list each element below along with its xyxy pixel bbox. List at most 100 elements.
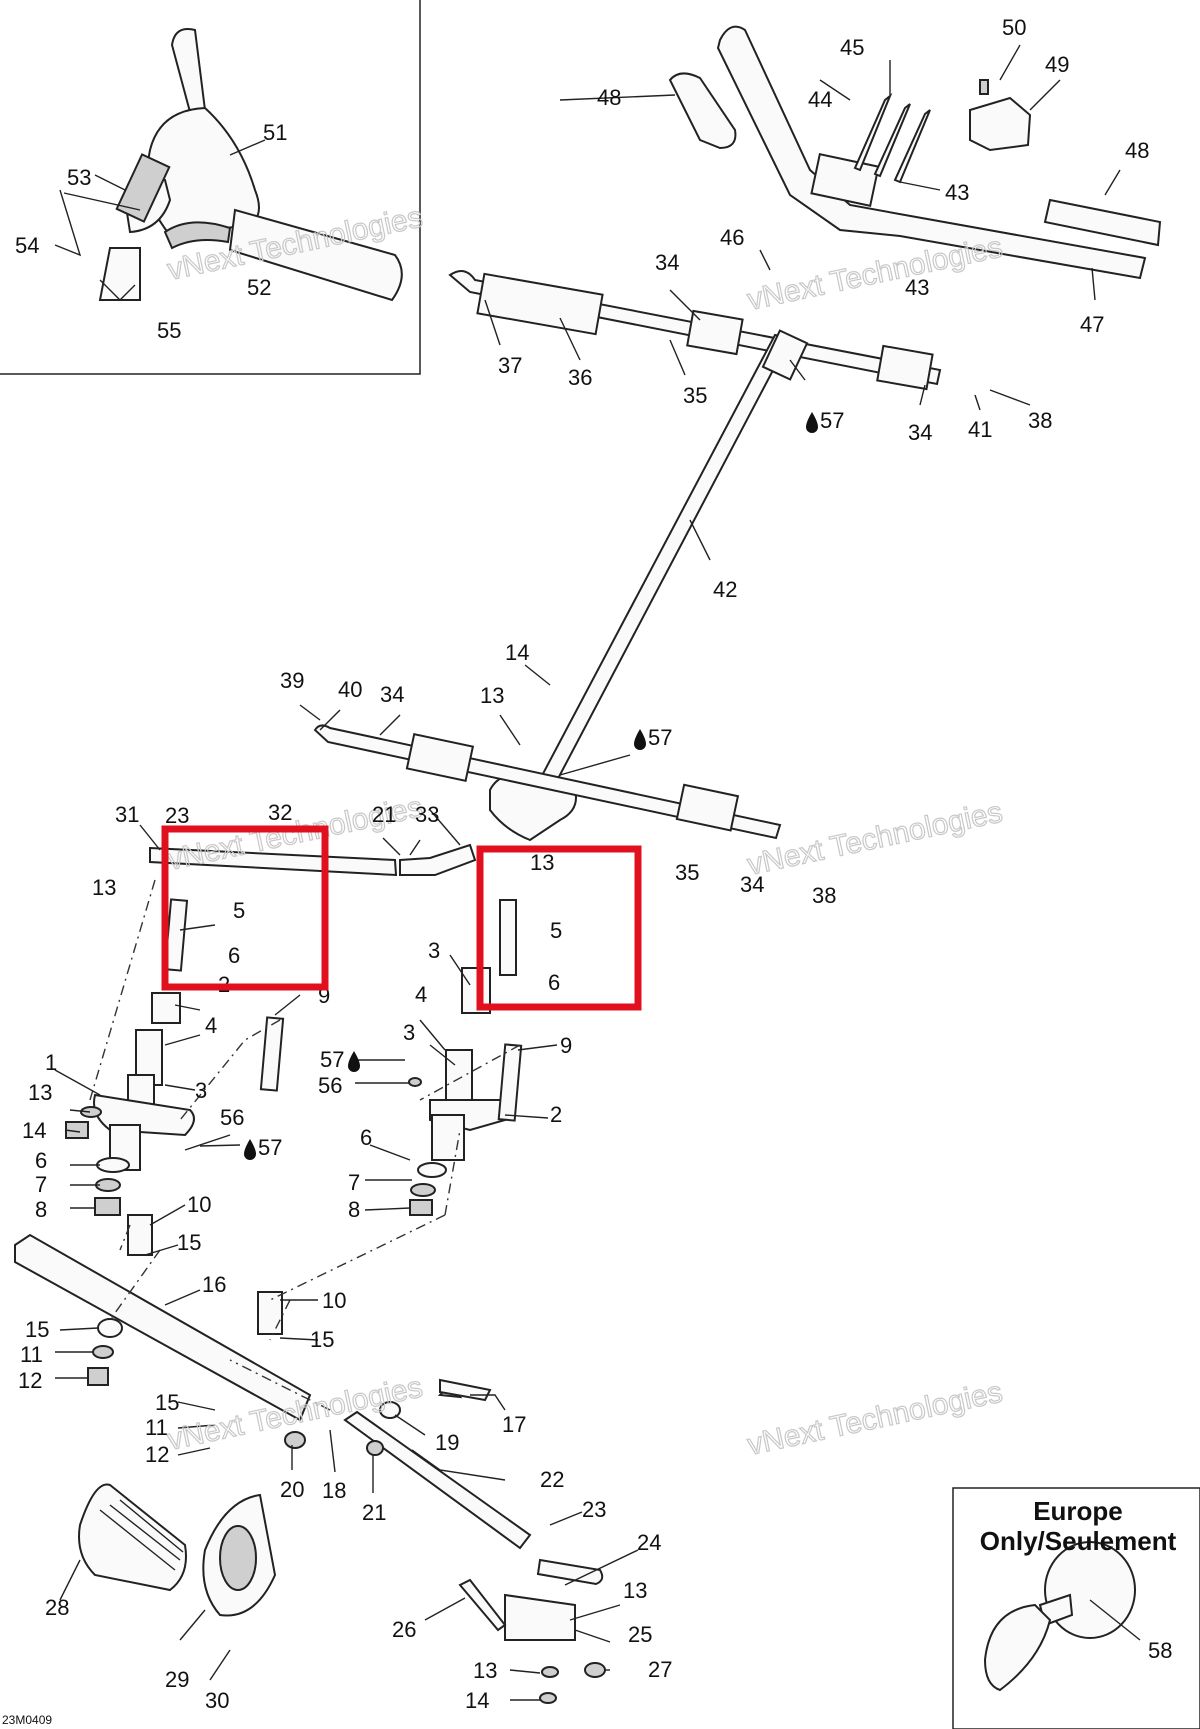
part-label-39: 39: [280, 668, 304, 693]
middle-linkage: [149, 724, 782, 877]
part-label-57: 57: [258, 1135, 282, 1160]
part-label-6: 6: [548, 970, 560, 995]
part-label-21: 21: [362, 1500, 386, 1525]
part-label-6: 6: [360, 1125, 372, 1150]
part-labels: 1 2 2 3 3 3 4 4 5 5 6 6 6 6 7 7 8 8 9 9 …: [15, 15, 1172, 1713]
part-label-14: 14: [22, 1118, 46, 1143]
right-pivot: [408, 899, 523, 1216]
diagram-code: 23M0409: [2, 1713, 52, 1727]
part-label-50: 50: [1002, 15, 1026, 40]
part-label-13: 13: [530, 850, 554, 875]
part-label-27: 27: [648, 1657, 672, 1682]
part-label-3: 3: [195, 1078, 207, 1103]
part-label-10: 10: [187, 1192, 211, 1217]
part-label-57: 57: [320, 1047, 344, 1072]
part-label-5: 5: [233, 898, 245, 923]
part-label-12: 12: [145, 1442, 169, 1467]
part-label-37: 37: [498, 353, 522, 378]
part-label-2: 2: [550, 1102, 562, 1127]
part-label-12: 12: [18, 1368, 42, 1393]
inset-title-line1: Europe: [1033, 1496, 1123, 1526]
part-label-25: 25: [628, 1622, 652, 1647]
part-label-14: 14: [465, 1688, 489, 1713]
part-label-4: 4: [205, 1013, 217, 1038]
horn-inset: [952, 1487, 1200, 1729]
part-label-52: 52: [247, 275, 271, 300]
part-label-7: 7: [348, 1170, 360, 1195]
watermark: vNext Technologies: [745, 796, 1006, 882]
part-label-32: 32: [268, 800, 292, 825]
part-label-43: 43: [905, 275, 929, 300]
part-label-15: 15: [25, 1317, 49, 1342]
part-label-30: 30: [205, 1688, 229, 1713]
part-label-6: 6: [228, 943, 240, 968]
part-label-13: 13: [92, 875, 116, 900]
steering-column: [489, 329, 809, 842]
part-label-21: 21: [372, 802, 396, 827]
part-label-51: 51: [263, 120, 287, 145]
part-label-29: 29: [165, 1667, 189, 1692]
part-label-48: 48: [1125, 138, 1149, 163]
lower-linkage: [14, 1214, 606, 1704]
part-label-1: 1: [45, 1050, 57, 1075]
highlight-boxes: [161, 825, 642, 1011]
part-label-44: 44: [808, 87, 832, 112]
part-label-19: 19: [435, 1430, 459, 1455]
part-label-20: 20: [280, 1477, 304, 1502]
part-label-8: 8: [348, 1197, 360, 1222]
part-label-11: 11: [145, 1415, 168, 1440]
part-label-4: 4: [415, 982, 427, 1007]
part-label-7: 7: [35, 1172, 47, 1197]
left-pivot: [65, 898, 285, 1216]
part-label-56: 56: [318, 1073, 342, 1098]
part-label-38: 38: [812, 883, 836, 908]
part-label-15: 15: [310, 1327, 334, 1352]
part-label-15: 15: [177, 1230, 201, 1255]
highlight-box-left: [161, 825, 329, 991]
part-label-35: 35: [683, 383, 707, 408]
part-label-23: 23: [165, 803, 189, 828]
part-label-53: 53: [67, 165, 91, 190]
oil-drop-icon: [634, 729, 646, 750]
part-label-49: 49: [1045, 52, 1069, 77]
watermark: vNext Technologies: [745, 231, 1006, 317]
part-label-47: 47: [1080, 312, 1104, 337]
part-label-13: 13: [480, 683, 504, 708]
handlebar-assembly: [448, 25, 1162, 391]
lubricant-drops: [244, 412, 818, 1160]
part-label-3: 3: [403, 1020, 415, 1045]
part-label-38: 38: [1028, 408, 1052, 433]
part-label-9: 9: [560, 1033, 572, 1058]
part-label-34: 34: [740, 872, 764, 897]
part-label-13: 13: [473, 1658, 497, 1683]
part-label-13: 13: [623, 1578, 647, 1603]
part-label-15: 15: [155, 1390, 179, 1415]
part-label-34: 34: [380, 682, 404, 707]
part-label-35: 35: [675, 860, 699, 885]
part-label-8: 8: [35, 1197, 47, 1222]
watermark: vNext Technologies: [745, 1376, 1006, 1462]
part-label-5: 5: [550, 918, 562, 943]
part-label-31: 31: [115, 802, 139, 827]
part-label-34: 34: [655, 250, 679, 275]
boot-and-plate: [78, 1483, 277, 1617]
part-label-16: 16: [202, 1272, 226, 1297]
inset-title-line2: Only/Seulement: [980, 1526, 1177, 1556]
highlight-box-right: [476, 845, 642, 1011]
part-label-43: 43: [945, 180, 969, 205]
oil-drop-icon: [244, 1139, 256, 1160]
part-label-13: 13: [28, 1080, 52, 1105]
part-label-34: 34: [908, 420, 932, 445]
part-label-46: 46: [720, 225, 744, 250]
part-label-14: 14: [505, 640, 529, 665]
part-label-40: 40: [338, 677, 362, 702]
handlebar-inset: [0, 0, 421, 375]
part-label-23: 23: [582, 1497, 606, 1522]
part-label-41: 41: [968, 417, 992, 442]
part-label-6: 6: [35, 1148, 47, 1173]
part-label-42: 42: [713, 577, 737, 602]
part-label-10: 10: [322, 1288, 346, 1313]
part-label-58: 58: [1148, 1638, 1172, 1663]
oil-drop-icon: [348, 1051, 360, 1072]
part-label-36: 36: [568, 365, 592, 390]
